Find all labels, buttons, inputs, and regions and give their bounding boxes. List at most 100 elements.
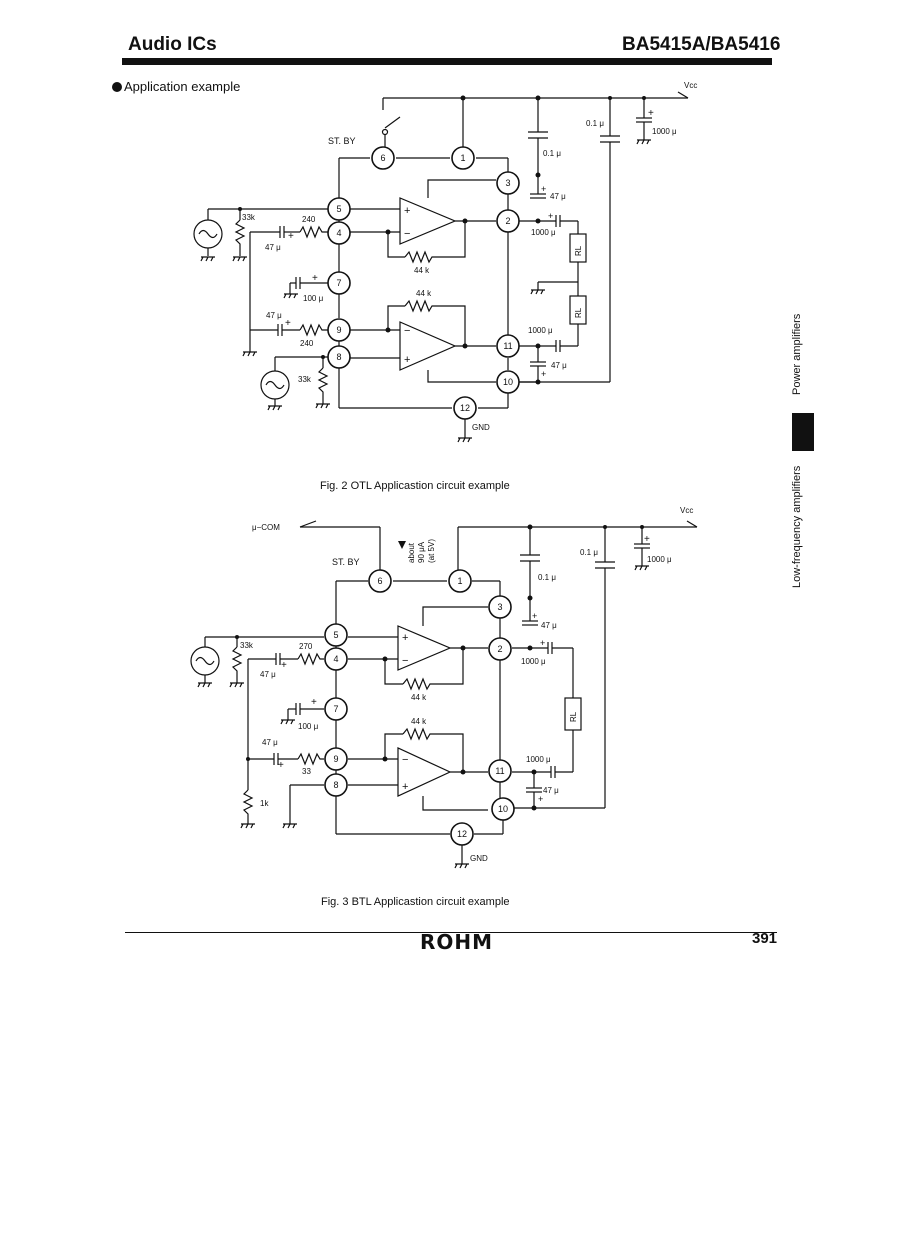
fig2-c47-in-top: 47 μ xyxy=(265,243,281,252)
fig3-pin-label: 11 xyxy=(495,766,504,776)
stby-arrow-icon xyxy=(398,541,406,549)
fig2-r240-top: 240 xyxy=(302,215,316,224)
fig3-pin-label: 6 xyxy=(377,576,382,586)
fig3-at5v: (at 5V) xyxy=(427,539,436,563)
svg-text:+: + xyxy=(644,534,650,545)
fig3-pin-label: 3 xyxy=(497,602,502,612)
svg-text:+: + xyxy=(281,660,287,671)
fig2-caption: Fig. 2 OTL Applicastion circuit example xyxy=(320,480,510,492)
junction-dots xyxy=(235,95,646,811)
fig2-pin-label: 12 xyxy=(460,403,470,413)
fig3-pin-label: 4 xyxy=(333,654,338,664)
fig2-pin-label: 4 xyxy=(336,228,341,238)
fig2-c1000-vcc: 1000 μ xyxy=(652,127,677,136)
svg-text:−: − xyxy=(402,655,408,667)
fig3-gnd-label: GND xyxy=(470,854,488,863)
fig2-stby-label: ST. BY xyxy=(328,136,356,146)
fig2-vcc-label: Vcc xyxy=(684,81,697,90)
header-rule xyxy=(122,58,772,65)
fig3-c47-p10: 47 μ xyxy=(543,786,559,795)
page-number: 391 xyxy=(752,930,778,947)
fig3-c01-b: 0.1 μ xyxy=(538,573,556,582)
fig3-pin-label: 7 xyxy=(333,704,338,714)
sidebar-label-top: Power amplifiers xyxy=(791,313,803,395)
fig3-current: 90 μA xyxy=(417,541,426,563)
header-part-number: BA5415A/BA5416 xyxy=(622,34,781,55)
fig3-about: about xyxy=(407,542,416,563)
fig2-c1000-out2: 1000 μ xyxy=(528,326,553,335)
fig3-r33: 33 xyxy=(302,767,311,776)
fig2-pin-label: 9 xyxy=(336,325,341,335)
ground-symbols xyxy=(197,139,651,869)
header-category: Audio ICs xyxy=(128,34,217,55)
svg-text:−: − xyxy=(402,754,408,766)
fig2-c47-p3: 47 μ xyxy=(550,192,566,201)
fig2-c100: 100 μ xyxy=(303,294,324,303)
section-title: Application example xyxy=(112,79,240,94)
svg-text:+: + xyxy=(311,697,317,708)
fig3-r33k: 33k xyxy=(240,641,254,650)
fig2-c01-b: 0.1 μ xyxy=(543,149,561,158)
fig3-c1000-out2: 1000 μ xyxy=(526,755,551,764)
fig2-schematic xyxy=(193,91,689,438)
svg-text:+: + xyxy=(541,369,546,379)
fig2-pin-label: 2 xyxy=(505,216,510,226)
fig2-rl1: RL xyxy=(574,245,583,256)
fig2-r33k-top: 33k xyxy=(242,213,256,222)
svg-text:+: + xyxy=(288,231,294,242)
fig2-pin-label: 5 xyxy=(336,204,341,214)
svg-text:+: + xyxy=(312,273,318,284)
svg-text:+: + xyxy=(648,108,654,119)
fig3-pin-label: 12 xyxy=(457,829,467,839)
fig2-pin-label: 6 xyxy=(380,153,385,163)
fig2-c01-a: 0.1 μ xyxy=(586,119,604,128)
opamp-polarity: +− −+ +− −+ ++ ++ + ++ ++ ++ ++ + xyxy=(278,108,654,804)
fig3-pin-label: 1 xyxy=(457,576,462,586)
fig2-rl2: RL xyxy=(574,307,583,318)
svg-text:+: + xyxy=(402,781,408,793)
fig3-c47-p3: 47 μ xyxy=(541,621,557,630)
fig3-r270: 270 xyxy=(299,642,313,651)
svg-text:+: + xyxy=(540,638,545,648)
fig3-c1000-vcc: 1000 μ xyxy=(647,555,672,564)
fig2-r44k-bot: 44 k xyxy=(416,289,432,298)
fig2-pin-label: 8 xyxy=(336,352,341,362)
svg-text:+: + xyxy=(548,211,553,221)
fig3-vcc-label: Vcc xyxy=(680,506,693,515)
fig2-c1000-out1: 1000 μ xyxy=(531,228,556,237)
fig3-stby-label: ST. BY xyxy=(332,557,360,567)
fig2-pin-label: 3 xyxy=(505,178,510,188)
fig3-pin-label: 5 xyxy=(333,630,338,640)
fig2-r44k-top: 44 k xyxy=(414,266,430,275)
svg-text:+: + xyxy=(278,760,284,771)
fig3-c47-in-top: 47 μ xyxy=(260,670,276,679)
svg-text:+: + xyxy=(402,632,408,644)
svg-text:+: + xyxy=(285,318,291,329)
fig3-rl: RL xyxy=(569,711,578,722)
svg-text:−: − xyxy=(404,325,410,337)
fig3-pin-labels: 6 1 3 5 4 2 7 9 8 11 10 12 xyxy=(333,576,508,839)
fig3-pin-label: 8 xyxy=(333,780,338,790)
fig2-r33k-bot: 33k xyxy=(298,375,312,384)
fig3-pin-label: 2 xyxy=(497,644,502,654)
fig2-c47-in-bot: 47 μ xyxy=(266,311,282,320)
svg-text:+: + xyxy=(404,205,410,217)
fig2-gnd-label: GND xyxy=(472,423,490,432)
footer-brand-logo: ROHM xyxy=(420,930,494,954)
svg-text:+: + xyxy=(538,794,543,804)
section-title-text: Application example xyxy=(124,79,241,94)
svg-text:−: − xyxy=(404,228,410,240)
svg-text:+: + xyxy=(541,184,546,194)
fig2-pins xyxy=(327,146,520,420)
fig3-c100: 100 μ xyxy=(298,722,319,731)
sidebar-label-bottom: Low-frequency amplifiers xyxy=(791,465,803,588)
svg-text:+: + xyxy=(404,354,410,366)
fig3-c01-a: 0.1 μ xyxy=(580,548,598,557)
footer-rule xyxy=(125,932,777,933)
fig3-c1000-out1: 1000 μ xyxy=(521,657,546,666)
fig2-r240-bot: 240 xyxy=(300,339,314,348)
fig2-pin-labels: 6 1 3 5 4 2 7 9 8 11 10 12 xyxy=(336,153,513,413)
fig3-c47-in-bot: 47 μ xyxy=(262,738,278,747)
bullet-icon xyxy=(112,82,122,92)
